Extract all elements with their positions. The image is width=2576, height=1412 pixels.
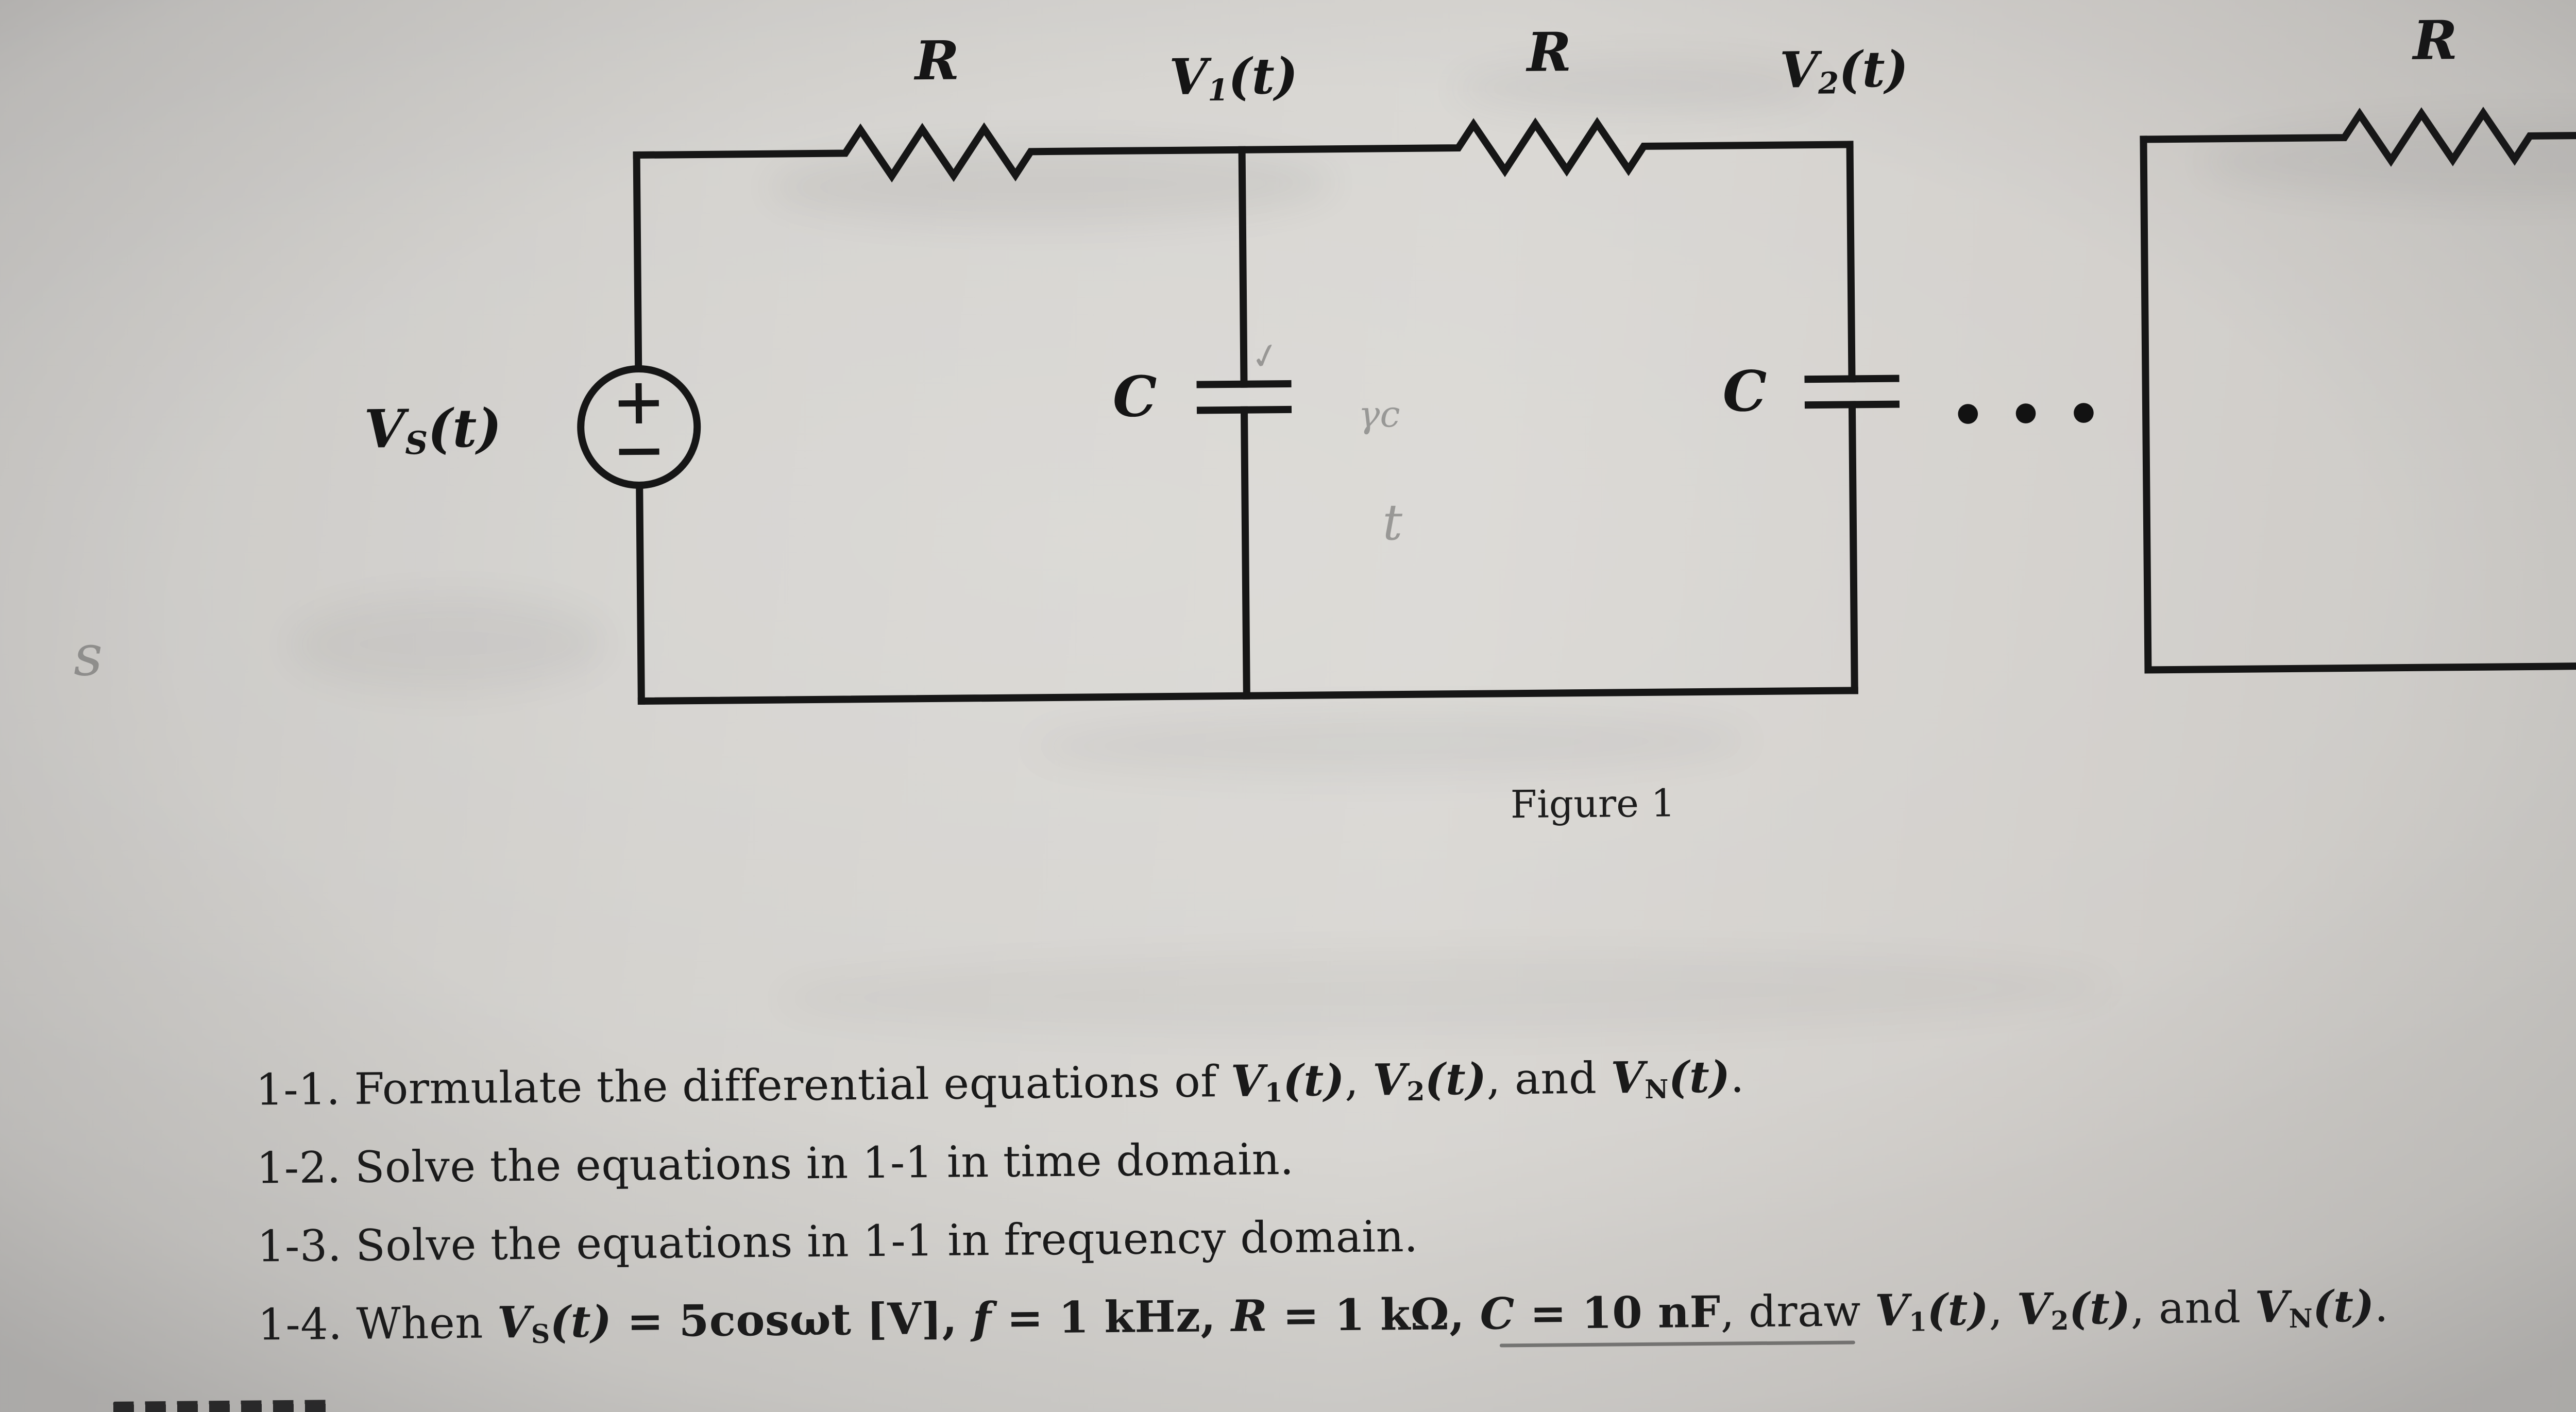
capacitor-label-c2: C: [1722, 359, 1768, 424]
capacitor-label-c1: C: [1112, 364, 1158, 430]
cut-off-text-fragment: [113, 1400, 336, 1412]
pencil-mark-s: s: [73, 622, 103, 689]
node-label-v1: V1(t): [1168, 46, 1298, 108]
section-n-top-wire-with-resistor: [2140, 107, 2576, 167]
figure-caption: Figure 1: [1510, 781, 1675, 827]
source-label-vs: VS(t): [364, 397, 502, 462]
capacitor-c1-plates: [1196, 380, 1292, 414]
problem-list: 1-1. Formulate the differential equation…: [256, 1032, 2389, 1364]
resistor-label-r3: R: [2413, 8, 2458, 72]
voltage-source-circle: [577, 365, 701, 489]
resistor-label-r1: R: [914, 28, 960, 93]
plus-icon: [618, 383, 659, 424]
node-v2-wire: [1846, 141, 1858, 694]
capacitor-c2-plates: [1804, 375, 1900, 409]
bleed-through-smudge: [775, 946, 2115, 1040]
section-n-left-and-bottom-wire: [2140, 135, 2576, 674]
resistor-label-r2: R: [1527, 20, 1572, 84]
source-branch-wire: [633, 151, 645, 705]
circuit-schematic: [577, 107, 2576, 705]
pencil-mark-gamma-c: γc: [1358, 393, 1400, 436]
ellipsis-dots: •••: [1950, 380, 2124, 449]
node-label-v2: V2(t): [1779, 40, 1909, 101]
pencil-mark-t: t: [1382, 494, 1403, 552]
node-v1-wire: [1238, 146, 1250, 700]
